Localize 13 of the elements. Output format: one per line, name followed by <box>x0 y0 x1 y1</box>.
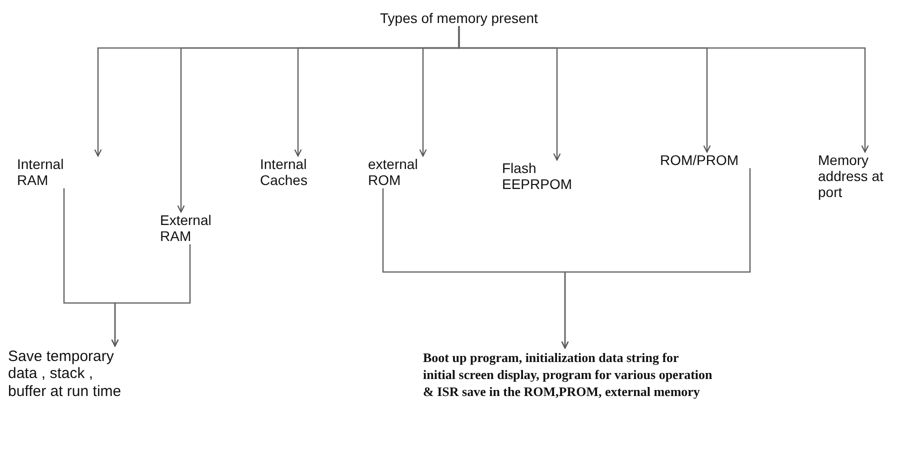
memory-type-label: Internal Caches <box>260 156 308 188</box>
memory-type-label: External RAM <box>160 212 212 244</box>
memory-type-label: Internal RAM <box>17 156 65 188</box>
category-heading: Types of memory present <box>380 10 538 26</box>
description-text: Boot up program, initialization data string for initial screen display, program for various operation & ISR save in the ROM,PROM, external memory <box>423 350 713 401</box>
arrow <box>458 26 869 153</box>
memory-type-label: Memory address at port <box>818 152 884 200</box>
memory-type-label: external ROM <box>368 156 419 188</box>
memory-type-label: Flash EEPRPOM <box>502 160 574 192</box>
arrow <box>561 168 751 349</box>
description-text: Save temporary data , stack , buffer at run time <box>8 348 122 400</box>
memory-type-label: ROM/PROM <box>660 152 740 168</box>
arrow <box>111 244 191 347</box>
